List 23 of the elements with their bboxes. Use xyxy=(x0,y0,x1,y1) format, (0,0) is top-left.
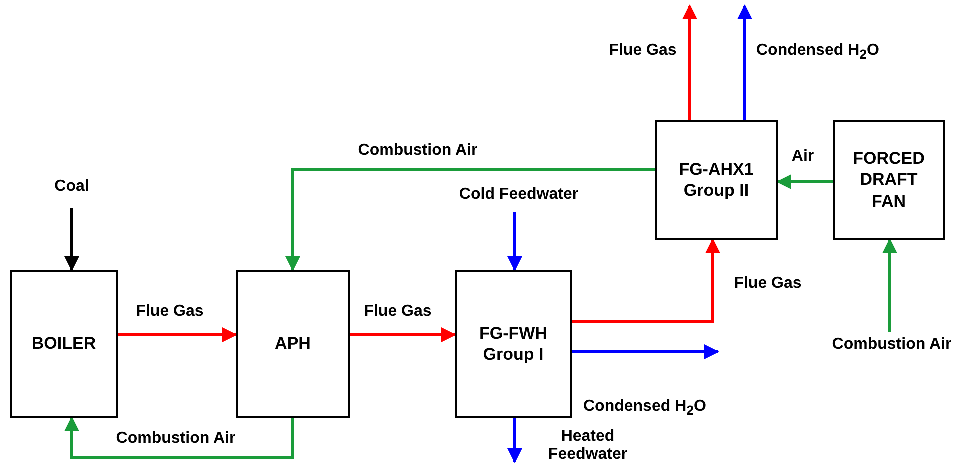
box-label: FG-AHX1 Group II xyxy=(678,158,755,202)
box-label: FORCED DRAFT FAN xyxy=(852,148,926,212)
arrow xyxy=(64,416,294,460)
arrow xyxy=(286,168,655,272)
arrow xyxy=(118,328,238,342)
box-label: BOILER xyxy=(32,333,96,355)
arrow xyxy=(882,238,898,332)
process-box xyxy=(236,270,350,418)
arrow xyxy=(572,344,720,360)
arrow xyxy=(508,212,522,272)
box-label: APH xyxy=(275,333,311,355)
arrow xyxy=(572,238,720,324)
box-label: FG-FWH Group I xyxy=(478,322,548,366)
process-box xyxy=(455,270,572,418)
process-box xyxy=(833,120,945,240)
process-box xyxy=(10,270,118,418)
arrow xyxy=(738,4,752,120)
arrow xyxy=(350,328,456,342)
arrow xyxy=(64,208,80,272)
arrow xyxy=(508,418,522,464)
arrow xyxy=(682,4,698,120)
process-box xyxy=(655,120,778,240)
arrow xyxy=(776,174,833,190)
